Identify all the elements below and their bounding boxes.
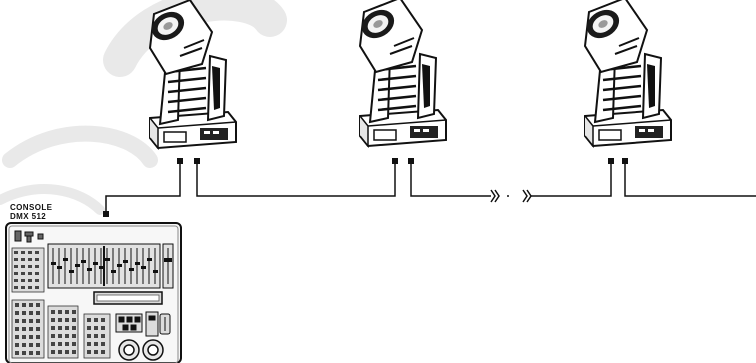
console-label: CONSOLE [10, 203, 53, 212]
fixture-1-dmx-out-connector [194, 158, 200, 164]
console-fader-bank [47, 243, 161, 289]
dmx-connectors [103, 158, 628, 217]
dmx-console [5, 222, 182, 363]
cable-break-symbol-right [522, 189, 532, 203]
console-control-cluster [115, 311, 171, 337]
console-dmx-out-connector [103, 211, 109, 217]
fixture-2-dmx-in-connector [392, 158, 398, 164]
console-jog-wheels [118, 339, 164, 361]
fixture-3-dmx-out-connector [622, 158, 628, 164]
fixture-1-dmx-in-connector [177, 158, 183, 164]
moving-head-fixture-3 [580, 0, 673, 148]
moving-head-fixture-1 [145, 0, 238, 150]
cable-break-symbol-left [490, 189, 500, 203]
fixture-3-dmx-in-connector [608, 158, 614, 164]
console-display [93, 291, 163, 305]
moving-head-fixture-2 [355, 0, 448, 148]
console-button-grid-upper [11, 247, 45, 293]
console-top-knobs [14, 230, 44, 243]
watermark [0, 0, 287, 215]
console-master-fader [162, 243, 174, 289]
fixture-2-dmx-out-connector [408, 158, 414, 164]
dmx-cable [105, 163, 756, 213]
dmx-512-label: DMX 512 [10, 212, 47, 221]
